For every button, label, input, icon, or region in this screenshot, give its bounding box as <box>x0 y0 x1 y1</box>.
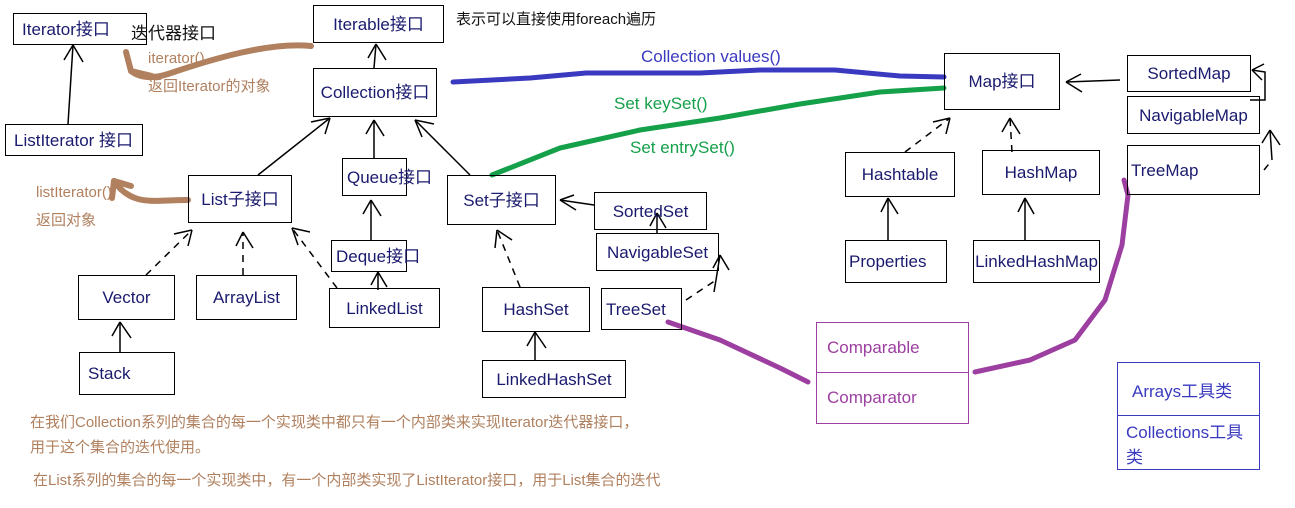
box-collection-label: Collection接口 <box>320 83 430 102</box>
box-linkedhashset-label: LinkedHashSet <box>496 369 612 389</box>
box-deque-label: Deque接口 <box>336 246 421 266</box>
row-comparable[interactable]: Comparable <box>817 323 968 373</box>
row-comparator[interactable]: Comparator <box>817 373 968 423</box>
annotation-foreach: 表示可以直接使用foreach遍历 <box>456 11 657 28</box>
box-sortedset-label: SortedSet <box>612 201 689 221</box>
box-sortedmap[interactable]: SortedMap <box>1127 55 1251 92</box>
box-set-label: Set子接口 <box>463 190 540 210</box>
box-properties-label: Properties <box>849 252 927 271</box>
box-linkedhashset[interactable]: LinkedHashSet <box>482 360 626 398</box>
box-comparable-comparator[interactable]: Comparable Comparator <box>816 322 969 424</box>
box-navigableset[interactable]: NavigableSet <box>596 233 719 271</box>
box-linkedlist-label: LinkedList <box>346 298 423 318</box>
box-set[interactable]: Set子接口 <box>447 175 556 225</box>
box-navigablemap[interactable]: NavigableMap <box>1127 96 1260 134</box>
box-vector-label: Vector <box>102 288 151 307</box>
box-iterator-label: Iterator接口 <box>22 19 110 39</box>
annotation-iterator-return: 返回Iterator的对象 <box>148 78 271 95</box>
box-collection[interactable]: Collection接口 <box>313 68 437 117</box>
annotation-iterator-method: iterator() <box>148 50 205 67</box>
box-hashtable[interactable]: Hashtable <box>845 152 955 197</box>
box-iterable-label: Iterable接口 <box>333 14 424 34</box>
box-linkedlist[interactable]: LinkedList <box>329 288 440 328</box>
box-listiterator-label: ListIterator 接口 <box>14 130 134 150</box>
note-line-3: 在List系列的集合的每一个实现类中，有一个内部类实现了ListIterator… <box>33 472 661 489</box>
box-linkedhashmap-label: LinkedHashMap <box>975 252 1098 271</box>
box-iterable[interactable]: Iterable接口 <box>313 5 444 43</box>
annotation-set-entryset: Set entrySet() <box>630 138 735 157</box>
comparable-label: Comparable <box>827 337 920 357</box>
box-hashset[interactable]: HashSet <box>482 287 590 332</box>
note-line-2: 用于这个集合的迭代使用。 <box>30 439 211 456</box>
box-hashmap-label: HashMap <box>1004 163 1078 182</box>
box-hashset-label: HashSet <box>503 300 569 319</box>
box-hashtable-label: Hashtable <box>861 165 939 184</box>
box-navigablemap-label: NavigableMap <box>1139 105 1248 125</box>
box-queue[interactable]: Queue接口 <box>342 158 432 196</box>
box-deque[interactable]: Deque接口 <box>331 240 420 272</box>
box-list[interactable]: List子接口 <box>188 175 292 223</box>
box-stack[interactable]: Stack <box>79 352 175 395</box>
box-map-label: Map接口 <box>968 72 1036 91</box>
box-map[interactable]: Map接口 <box>944 53 1060 110</box>
box-arrays-collections[interactable]: Arrays工具类 Collections工具类 <box>1117 362 1260 470</box>
box-iterator[interactable]: Iterator接口 <box>13 13 147 45</box>
box-hashmap[interactable]: HashMap <box>982 150 1100 195</box>
box-sortedset[interactable]: SortedSet <box>594 192 707 230</box>
arrays-label: Arrays工具类 <box>1132 381 1233 401</box>
row-collections[interactable]: Collections工具类 <box>1118 416 1259 469</box>
annotation-listiterator-return: 返回对象 <box>36 212 97 229</box>
box-list-label: List子接口 <box>201 189 279 209</box>
comparator-label: Comparator <box>827 388 917 407</box>
box-treemap[interactable]: TreeMap <box>1127 145 1260 195</box>
box-listiterator[interactable]: ListIterator 接口 <box>5 124 143 156</box>
annotation-listiterator-method: listIterator() <box>36 184 112 201</box>
box-queue-label: Queue接口 <box>347 167 433 187</box>
box-linkedhashmap[interactable]: LinkedHashMap <box>973 240 1100 283</box>
box-arraylist-label: ArrayList <box>212 288 281 307</box>
iterator-suffix-label: 迭代器接口 <box>131 24 216 43</box>
note-line-1: 在我们Collection系列的集合的每一个实现类中都只有一个内部类来实现Ite… <box>30 414 639 431</box>
annotation-collection-values: Collection values() <box>641 47 781 66</box>
box-treeset[interactable]: TreeSet <box>601 288 682 330</box>
box-navigableset-label: NavigableSet <box>606 242 709 262</box>
annotation-set-keyset: Set keySet() <box>614 94 708 113</box>
row-arrays[interactable]: Arrays工具类 <box>1118 363 1259 416</box>
box-treeset-label: TreeSet <box>606 299 666 319</box>
box-stack-label: Stack <box>88 364 131 383</box>
box-sortedmap-label: SortedMap <box>1147 64 1231 83</box>
box-properties[interactable]: Properties <box>845 240 947 283</box>
collections-label: Collections工具类 <box>1126 422 1244 467</box>
box-treemap-label: TreeMap <box>1131 160 1199 180</box>
box-vector[interactable]: Vector <box>78 275 175 320</box>
box-arraylist[interactable]: ArrayList <box>196 275 297 320</box>
